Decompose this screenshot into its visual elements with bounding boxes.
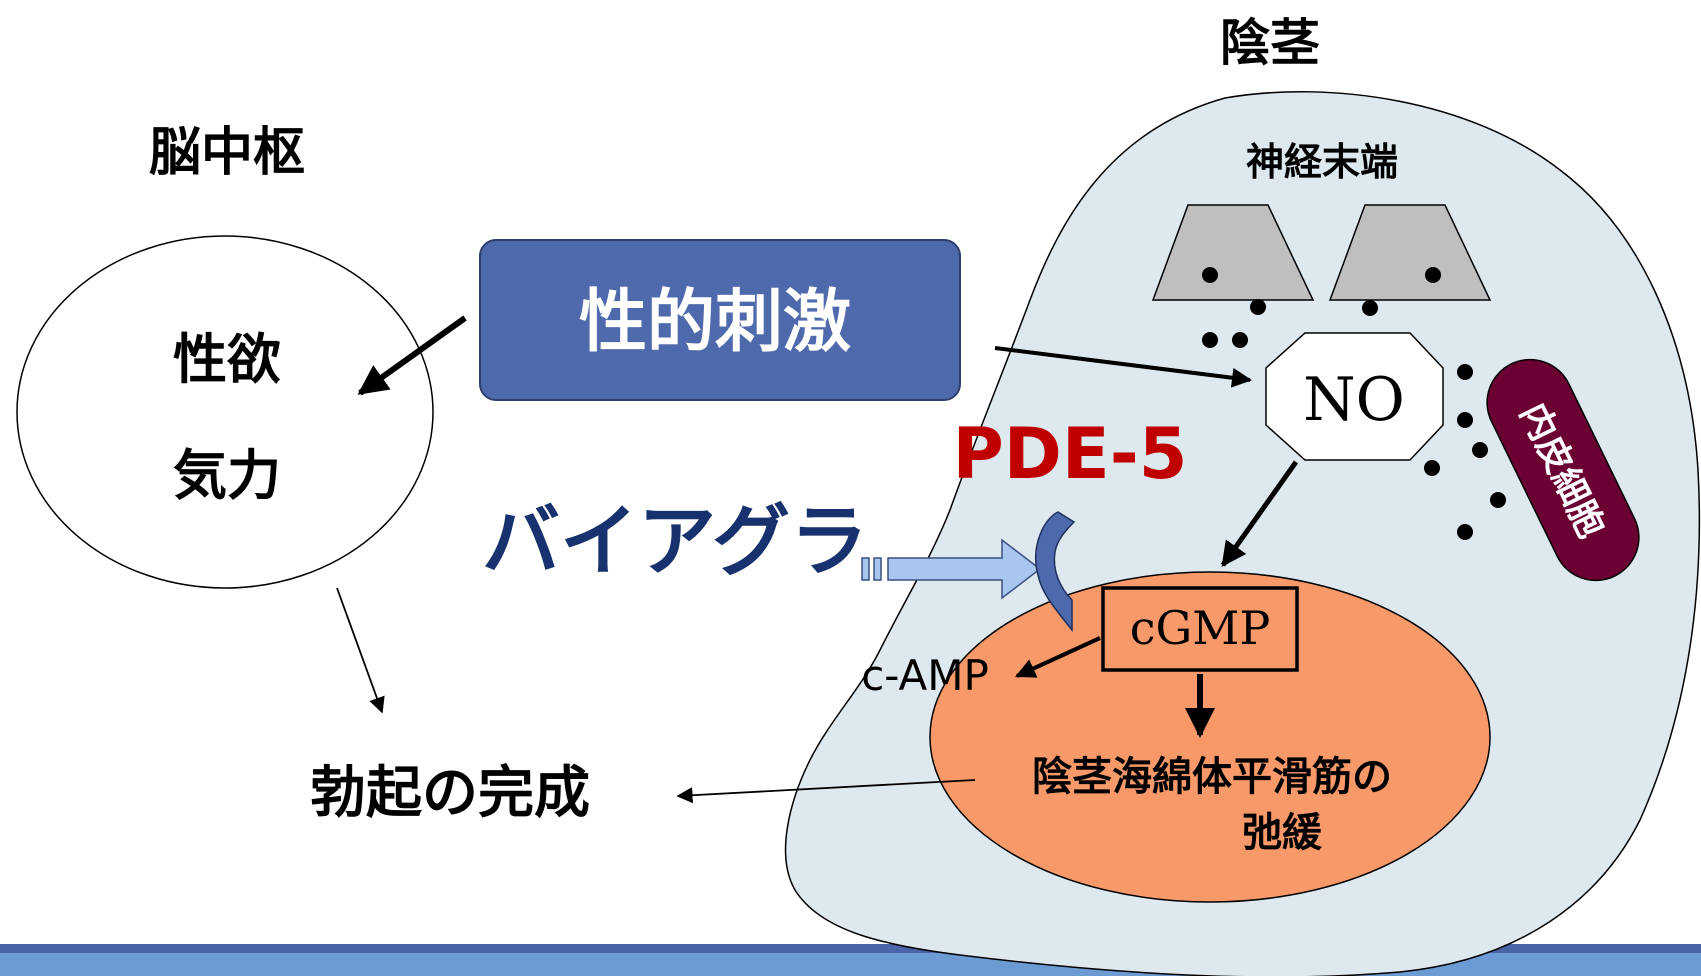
arrow-cgmp-to-camp (1015, 636, 1101, 678)
libido-label: 性欲 (173, 328, 281, 391)
brain-ellipse (16, 235, 434, 589)
arrow-relaxation-to-erection (676, 779, 976, 804)
cgmp-label: cGMP (1130, 601, 1271, 655)
cgmp-box (1101, 586, 1299, 672)
nerve-terminal-left (1151, 204, 1315, 301)
no-dots (1202, 267, 1506, 540)
pde5-label: PDE-5 (953, 413, 1188, 495)
relaxation-label-line2: 弛緩 (1242, 810, 1323, 856)
no-label: NO (1303, 365, 1405, 435)
viagra-label: バイアグラ (482, 497, 868, 587)
no-octagon (1265, 332, 1444, 461)
viagra-inhibition-arrow (861, 538, 1042, 600)
arrow-stimulus-to-brain (357, 315, 467, 396)
penis-title: 陰茎 (1220, 14, 1320, 72)
arrow-stimulus-to-no (994, 346, 1252, 388)
arrow-no-to-cgmp (1220, 460, 1299, 568)
bottom-bar-dark (0, 944, 1701, 953)
energy-label: 気力 (173, 444, 281, 507)
arrow-brain-to-erection (336, 587, 385, 714)
sexual-stimulus-label: 性的刺激 (579, 283, 851, 362)
erection-label: 勃起の完成 (310, 761, 590, 826)
nerve-ending-label: 神経末端 (1246, 140, 1398, 184)
sexual-stimulus-box (479, 239, 961, 401)
relaxation-label-line1: 陰茎海綿体平滑筋の (1032, 754, 1392, 800)
nerve-terminal-right (1328, 204, 1492, 301)
endothelial-cell: 内皮細胞 (1486, 358, 1640, 582)
brain-center-label: 脳中枢 (149, 123, 305, 183)
pde5-enzyme-icon (1035, 511, 1076, 633)
camp-label: c-AMP (861, 651, 989, 700)
